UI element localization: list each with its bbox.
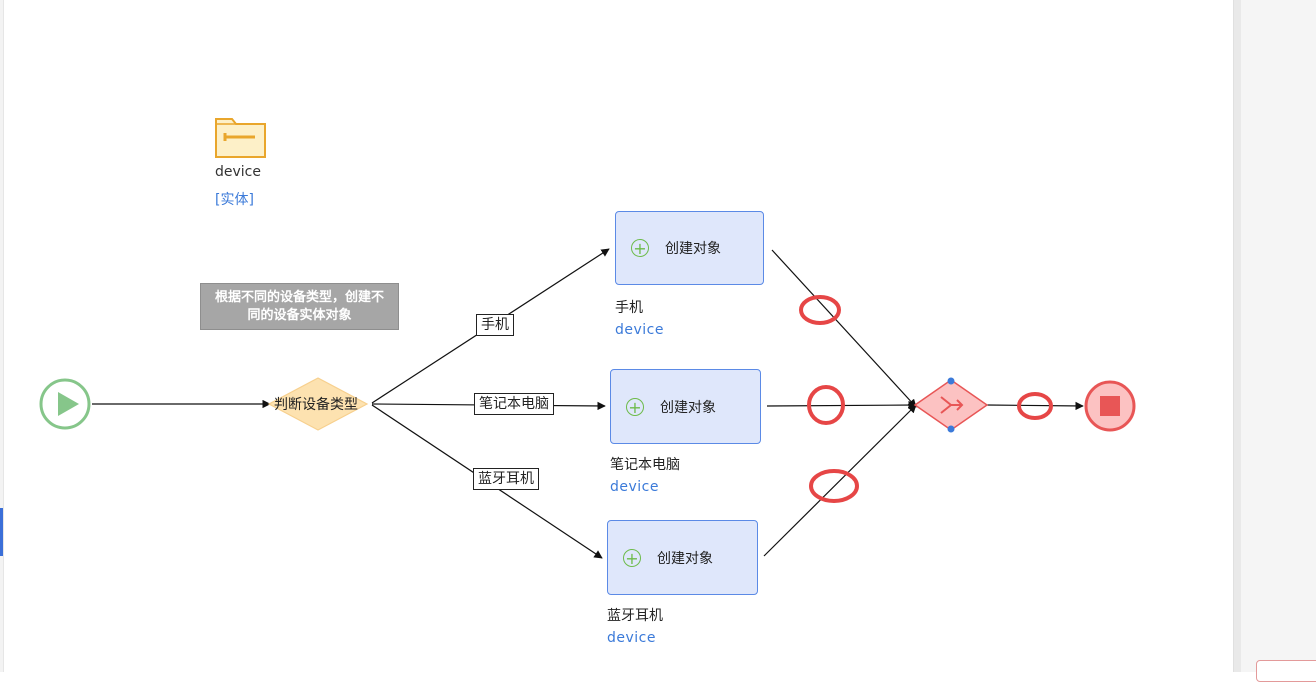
edge-label-laptop[interactable]: 笔记本电脑 [474, 393, 554, 415]
annotation-text: 根据不同的设备类型，创建不同的设备实体对象 [214, 289, 384, 323]
add-icon: + [626, 397, 644, 416]
stop-icon [1100, 396, 1120, 416]
task-entity-link[interactable]: device [615, 322, 664, 338]
annotation-circle [1017, 392, 1053, 420]
add-icon: + [631, 239, 649, 257]
task-label: 创建对象 [657, 550, 713, 567]
task-name: 手机 [615, 300, 643, 316]
entity-type-link[interactable]: [实体] [215, 192, 254, 208]
text-annotation[interactable]: 根据不同的设备类型，创建不同的设备实体对象 [200, 283, 399, 330]
task-create-laptop[interactable]: + 创建对象 [610, 369, 761, 444]
exclusive-gateway[interactable] [267, 377, 369, 431]
flow-merge-to-end [986, 401, 1084, 411]
properties-panel [1233, 0, 1316, 682]
annotation-circle [809, 469, 859, 503]
left-panel-handle[interactable] [0, 508, 3, 556]
annotation-circle [807, 385, 845, 425]
selection-handle-bottom [947, 425, 955, 433]
task-entity-link[interactable]: device [610, 479, 659, 495]
panel-button[interactable] [1256, 660, 1316, 682]
selection-handle-top [947, 377, 955, 385]
folder-icon[interactable] [214, 115, 268, 159]
end-event[interactable] [1084, 380, 1136, 432]
add-icon: + [623, 548, 641, 567]
flow-diagram [39, 248, 1136, 559]
edge-label-earbuds[interactable]: 蓝牙耳机 [473, 468, 539, 490]
play-icon [58, 392, 79, 416]
gateway-label: 判断设备类型 [274, 397, 358, 413]
edge-label-phone[interactable]: 手机 [476, 314, 514, 336]
flow-phone-to-merge [771, 249, 917, 408]
task-entity-link[interactable]: device [607, 630, 656, 646]
task-label: 创建对象 [665, 241, 721, 257]
start-event[interactable] [39, 378, 91, 430]
flow-earbuds-to-merge [763, 404, 917, 557]
merge-icon [940, 396, 964, 414]
annotation-circle [799, 295, 841, 325]
task-create-earbuds[interactable]: + 创建对象 [607, 520, 758, 595]
task-create-phone[interactable]: + 创建对象 [615, 211, 764, 285]
left-panel-edge [0, 0, 4, 672]
merge-gateway[interactable] [913, 377, 989, 433]
task-name: 蓝牙耳机 [607, 608, 663, 624]
panel-splitter[interactable] [1234, 0, 1241, 672]
entity-name: device [215, 164, 261, 180]
task-label: 创建对象 [660, 399, 716, 416]
task-name: 笔记本电脑 [610, 457, 680, 473]
